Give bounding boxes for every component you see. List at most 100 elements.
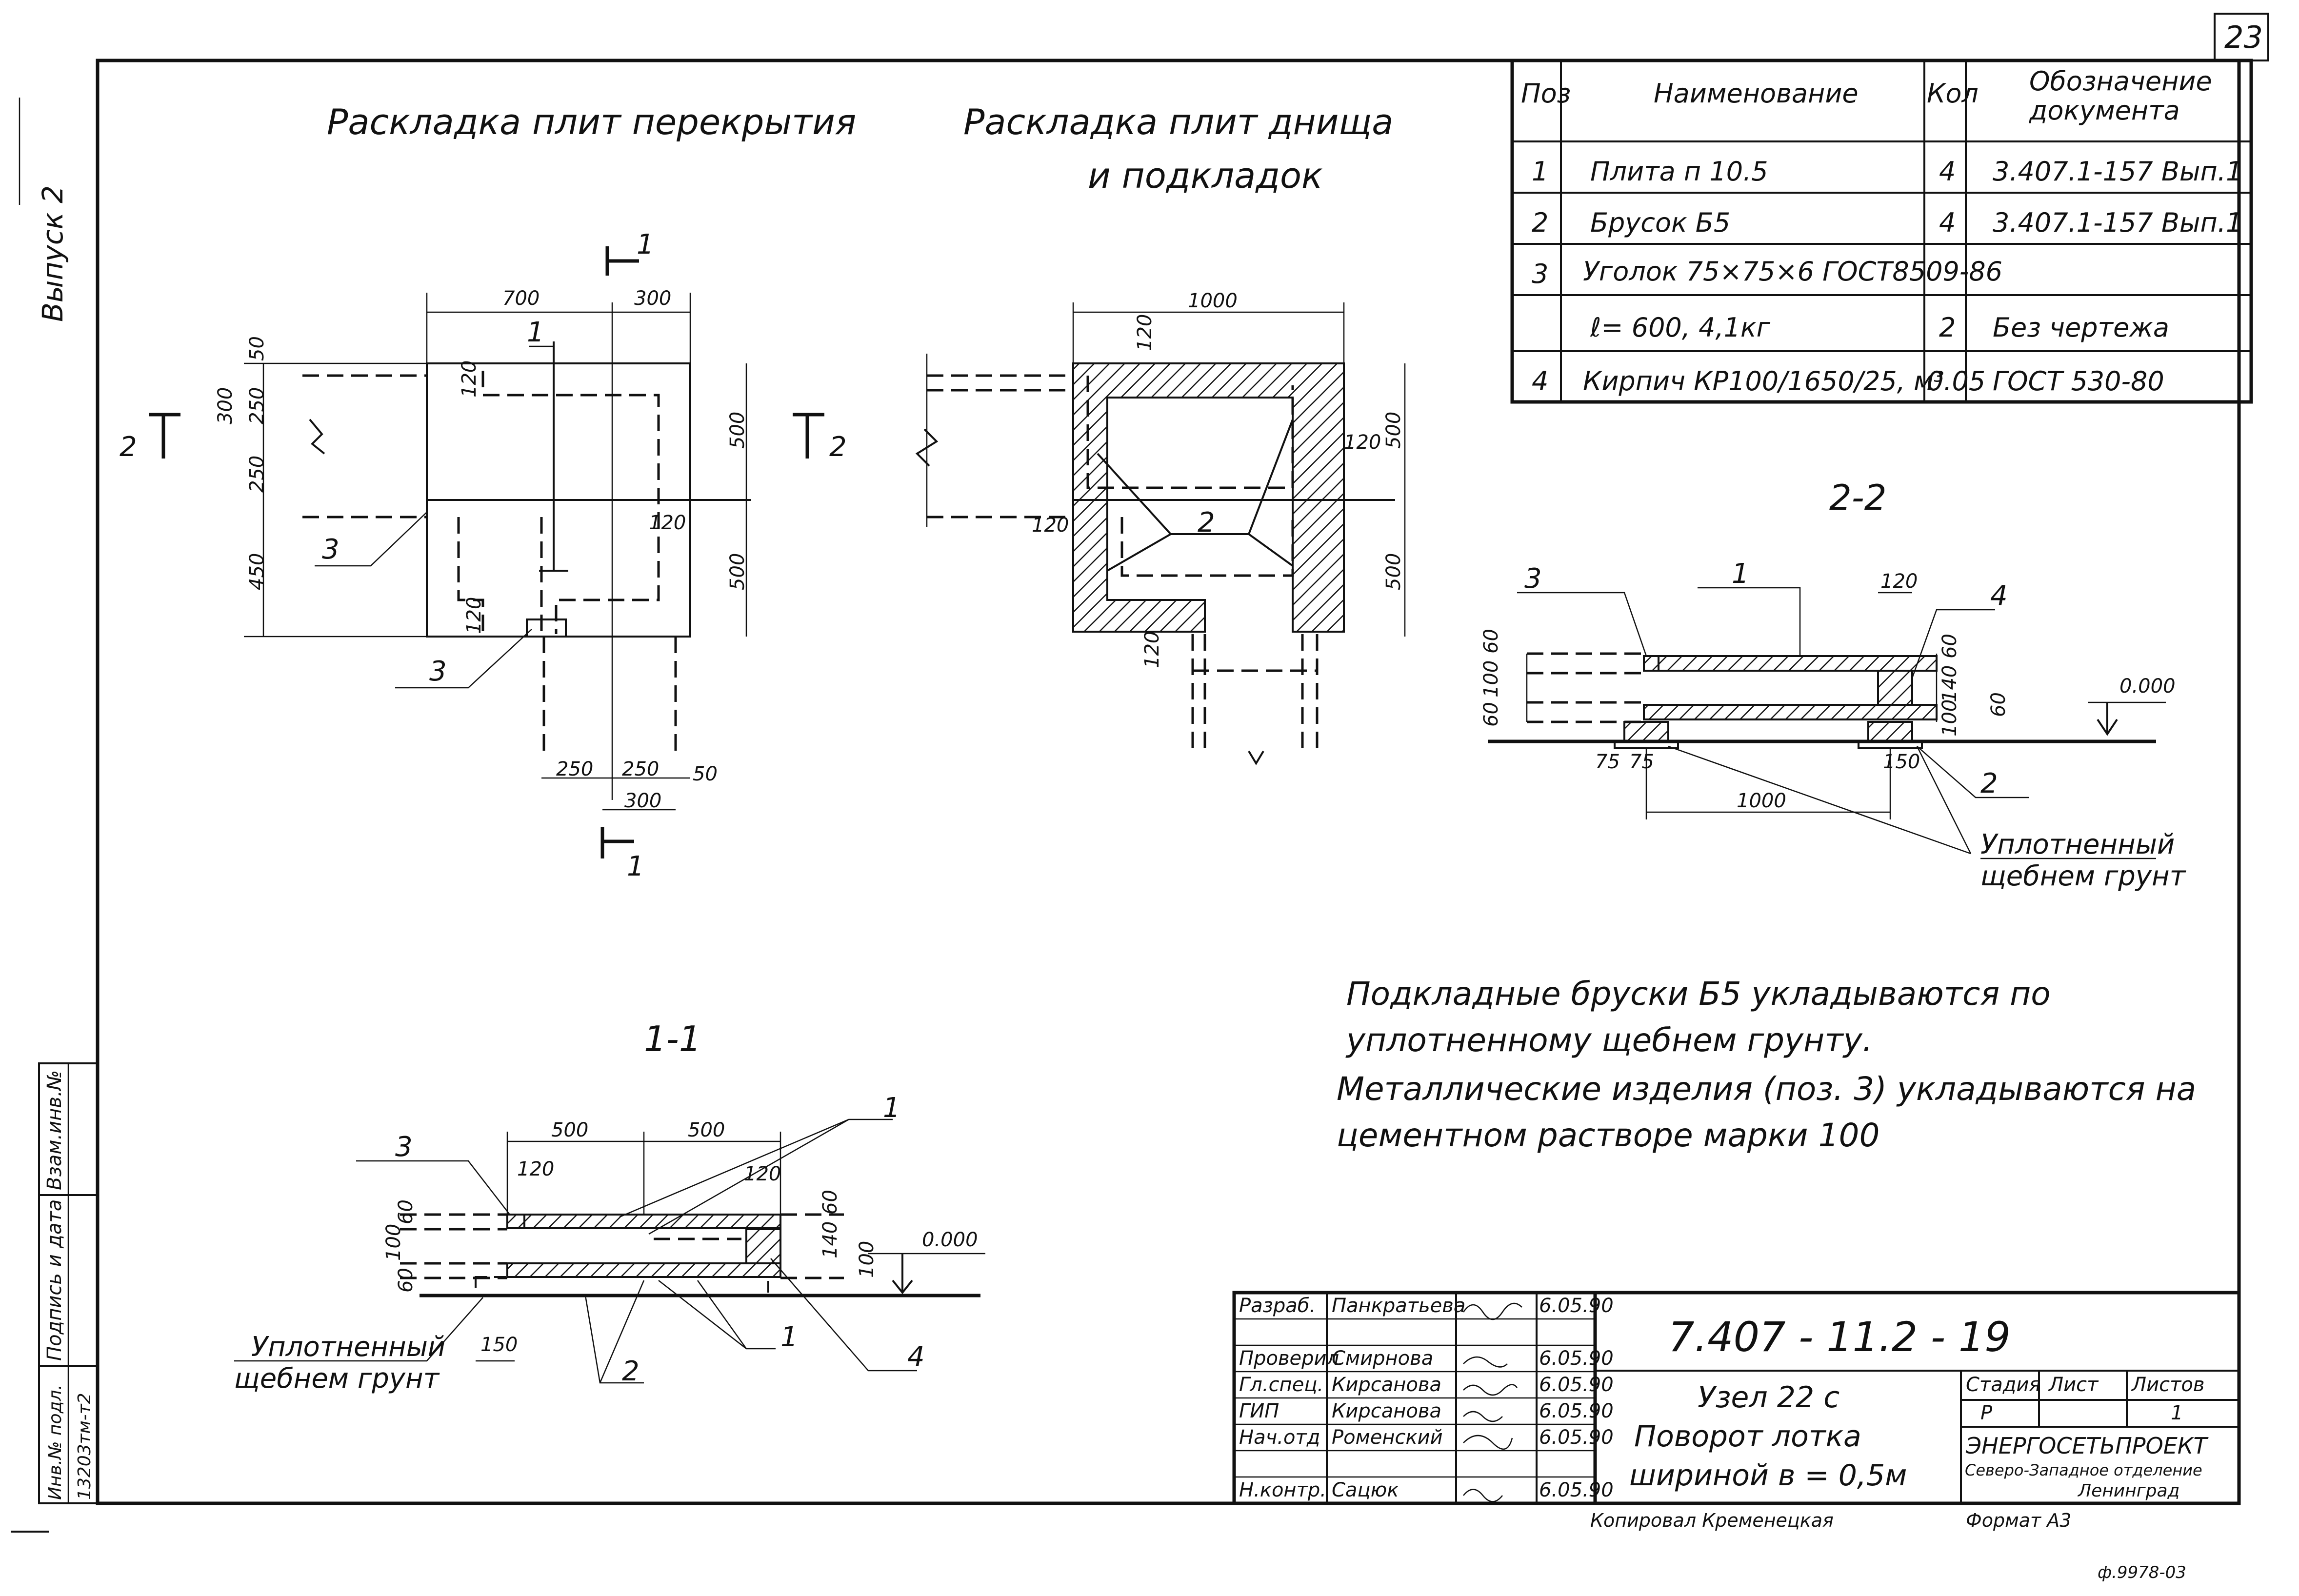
- replace-inv-label: Взам.инв.№: [43, 1070, 66, 1190]
- date-row-3: 6.05.90: [1539, 1347, 1614, 1370]
- dim-60c-22: 60: [1939, 634, 1961, 658]
- row3-pos: 3: [1532, 259, 1548, 289]
- pos-2-11: 2: [622, 1356, 640, 1387]
- dim-500b: 500: [726, 553, 749, 590]
- th-doc-2: документа: [2029, 95, 2180, 126]
- node-name-2: Поворот лотка: [1634, 1419, 1861, 1454]
- soil-11-2: щебнем грунт: [234, 1363, 440, 1395]
- row4-name: ℓ= 600, 4,1кг: [1590, 312, 1771, 343]
- row5-qty: 0.05: [1927, 366, 1985, 397]
- pos-1a-11: 1: [883, 1092, 900, 1124]
- dim-100a-22: 100: [1480, 660, 1502, 698]
- vypusk-label: Выпуск 2: [36, 185, 69, 322]
- dim-60d-22: 60: [1987, 692, 2010, 717]
- name-row-6: Роменский: [1332, 1426, 1443, 1449]
- dim-500b-11: 500: [688, 1119, 725, 1141]
- row2-doc: 3.407.1-157 Вып.1: [1993, 207, 2242, 238]
- dim-120b: 120: [649, 512, 686, 534]
- level-11: 0.000: [922, 1229, 978, 1251]
- role-row-4: Гл.спец.: [1239, 1374, 1323, 1396]
- sheets-value: 1: [2171, 1402, 2183, 1424]
- name-row-5: Кирсанова: [1332, 1400, 1441, 1422]
- dim-120c-bottom: 120: [1032, 514, 1069, 537]
- org-1: ЭНЕРГОСЕТЬПРОЕКТ: [1965, 1433, 2209, 1459]
- row2-pos: 2: [1532, 207, 1548, 238]
- row4-doc: Без чертежа: [1993, 312, 2169, 343]
- dim-250a: 250: [246, 387, 268, 424]
- slab-cover-title: Раскладка плит перекрытия: [327, 101, 856, 142]
- dim-140-11: 140: [819, 1221, 841, 1258]
- th-doc-1: Обозначение: [2029, 66, 2212, 97]
- pos-3-11: 3: [395, 1131, 413, 1163]
- dim-250c: 250: [556, 758, 593, 780]
- sec1-top: 1: [637, 229, 654, 260]
- drawing-code: 7.407 - 11.2 - 19: [1668, 1313, 2011, 1361]
- row1-name: Плита п 10.5: [1590, 156, 1768, 187]
- view-slab-cover: Раскладка плит перекрытия 700 300 50 30: [120, 101, 856, 882]
- dim-300b: 300: [624, 790, 661, 812]
- dim-60a-22: 60: [1480, 629, 1502, 654]
- format-note: Формат А3: [1966, 1510, 2071, 1531]
- role-row-5: ГИП: [1239, 1400, 1279, 1422]
- date-row-6: 6.05.90: [1539, 1426, 1614, 1449]
- row4-qty: 2: [1939, 312, 1956, 343]
- dim-700: 700: [502, 287, 540, 310]
- row1-doc: 3.407.1-157 Вып.1: [1993, 156, 2242, 187]
- dim-300v: 300: [214, 387, 237, 424]
- dim-120-22: 120: [1880, 570, 1918, 593]
- dim-120a-bottom: 120: [1134, 314, 1156, 351]
- dim-120a-11: 120: [517, 1158, 554, 1180]
- dim-140-22: 140: [1939, 665, 1961, 702]
- date-row-4: 6.05.90: [1539, 1374, 1614, 1396]
- row2-qty: 4: [1939, 207, 1956, 238]
- sec2-left: 2: [120, 431, 137, 463]
- dim-100a-11: 100: [382, 1224, 405, 1261]
- th-name: Наименование: [1654, 78, 1859, 109]
- pos-4-11: 4: [907, 1341, 925, 1373]
- dim-1000-22: 1000: [1737, 790, 1786, 812]
- pos-3-22: 3: [1524, 563, 1542, 595]
- dim-150-11: 150: [480, 1334, 518, 1356]
- dim-120b-bottom: 120: [1344, 431, 1381, 454]
- name-row-8: Сацюк: [1332, 1479, 1399, 1501]
- row3-name: Уголок 75×75×6 ГОСТ8509-86: [1583, 256, 2002, 287]
- spec-table: Поз Наименование Кол Обозначение докумен…: [1510, 59, 2253, 404]
- pos-1-22: 1: [1732, 558, 1749, 590]
- soil-22-1: Уплотненный: [1980, 829, 2175, 860]
- notes-block: Подкладные бруски Б5 укладываются по упл…: [1337, 975, 2196, 1154]
- sheet-label: Лист: [2048, 1374, 2099, 1396]
- dim-60a-11: 60: [395, 1199, 417, 1224]
- dim-450: 450: [246, 553, 268, 590]
- name-row-4: Кирсанова: [1332, 1374, 1441, 1396]
- dim-120d-bottom: 120: [1141, 631, 1163, 668]
- row2-name: Брусок Б5: [1590, 207, 1730, 238]
- dim-100b-22: 100: [1939, 699, 1961, 737]
- dim-75b-22: 75: [1629, 751, 1654, 773]
- title-block: Разраб. Панкратьева 6.05.90 Проверил Сми…: [1232, 1291, 2241, 1582]
- dim-100b-11: 100: [856, 1241, 878, 1278]
- pos-3b-cover: 3: [429, 656, 447, 687]
- date-row-1: 6.05.90: [1539, 1295, 1614, 1317]
- dim-500a-bottom: 500: [1382, 412, 1405, 449]
- dim-1000-bottom: 1000: [1188, 290, 1238, 312]
- pos-3a-cover: 3: [322, 534, 340, 565]
- dim-120c: 120: [463, 597, 485, 634]
- role-row-8: Н.контр.: [1239, 1479, 1326, 1501]
- node-name-1: Узел 22 с: [1698, 1380, 1839, 1415]
- dim-150-22: 150: [1883, 751, 1920, 773]
- org-2: Северо-Западное отделение: [1965, 1461, 2202, 1479]
- name-row-3: Смирнова: [1332, 1347, 1433, 1370]
- name-row-1: Панкратьева: [1332, 1295, 1465, 1317]
- section-22-title: 2-2: [1829, 477, 1887, 518]
- pos-4-22: 4: [1990, 580, 2008, 612]
- dim-60b-11: 60: [395, 1268, 417, 1293]
- dim-60b-22: 60: [1480, 702, 1502, 727]
- dim-300: 300: [634, 287, 671, 310]
- row5-doc: ГОСТ 530-80: [1993, 366, 2164, 397]
- pos-2-bottom: 2: [1198, 507, 1215, 539]
- dim-500a-11: 500: [551, 1119, 588, 1141]
- section-1-1: 1-1 0.000 500 500 120 120 60 100: [234, 1018, 985, 1395]
- section-2-2: 2-2 0.000 3 1 4 120 2: [1480, 477, 2186, 892]
- node-name-3: шириной в = 0,5м: [1629, 1458, 1907, 1493]
